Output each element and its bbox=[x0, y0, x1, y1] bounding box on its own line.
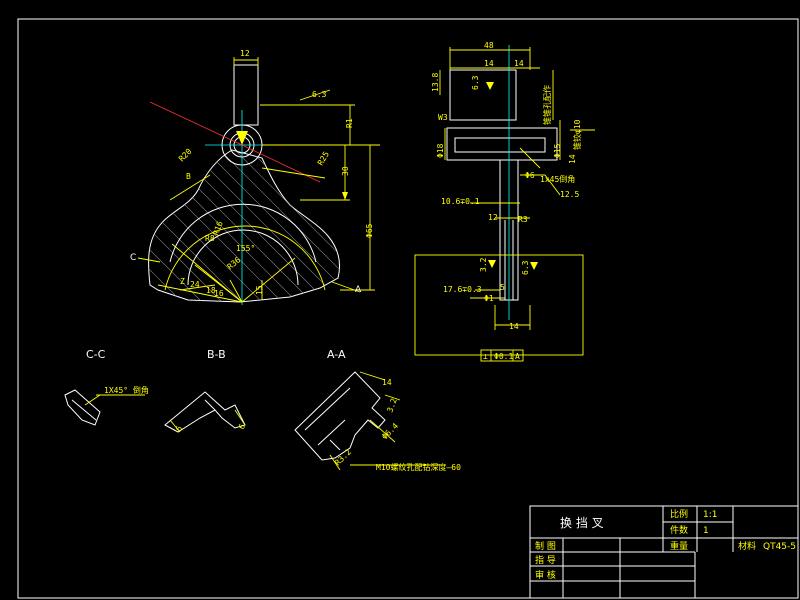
tolerance-frame bbox=[480, 349, 524, 362]
dim-24: 24 bbox=[190, 280, 200, 289]
material-label: 材料 bbox=[738, 540, 756, 552]
note-aa-thread: M10螺纹孔配钻深度—60 bbox=[376, 462, 461, 472]
tolerance-datum: A bbox=[515, 352, 520, 361]
dim-aa-3: Φ6.4 bbox=[380, 421, 400, 441]
dim-phi-right: Φ15 bbox=[553, 143, 562, 158]
front-view bbox=[137, 57, 380, 305]
dim-10-6: 10.6∓0.1 bbox=[441, 197, 480, 206]
section-label-bb: B-B bbox=[207, 348, 226, 361]
dim-phi1: Φ1 bbox=[484, 294, 494, 303]
dim-bottom-14: 14 bbox=[509, 322, 519, 331]
section-label-cc: C-C bbox=[86, 348, 106, 361]
marker-a: A bbox=[355, 285, 362, 295]
dim-boss-width: 12 bbox=[240, 49, 250, 58]
dim-aa-4: R3.2 bbox=[333, 447, 353, 467]
weight-label: 重量 bbox=[670, 540, 688, 552]
dim-15: 15 bbox=[255, 285, 264, 295]
dim-r8: R8 bbox=[205, 234, 215, 243]
dim-phi6: Φ6 bbox=[525, 171, 535, 180]
drawn-label: 制 图 bbox=[535, 540, 556, 552]
scale-value: 1:1 bbox=[703, 510, 717, 520]
roughness-side-1: 6.3 bbox=[471, 75, 480, 90]
dim-12-5: 12.5 bbox=[560, 190, 579, 199]
dim-bb-1: 6 bbox=[174, 424, 184, 433]
dim-5: 5 bbox=[500, 283, 505, 292]
dim-bb-2: 6 bbox=[237, 422, 247, 431]
dim-h-left: 13.8 bbox=[431, 73, 440, 92]
tolerance-value: Φ0.1 bbox=[494, 352, 513, 361]
dim-18: 18 bbox=[206, 286, 216, 295]
marker-c: C bbox=[130, 253, 136, 263]
roughness-side-2: 3.2 bbox=[479, 257, 488, 272]
fork-hatching bbox=[148, 150, 340, 302]
title-block bbox=[529, 505, 799, 599]
dim-b: B bbox=[186, 172, 191, 181]
dim-phi-left: Φ18 bbox=[436, 143, 445, 158]
dim-30: 30 bbox=[341, 166, 350, 176]
tolerance-symbol: ⊥ bbox=[483, 352, 488, 361]
dim-r25: R25 bbox=[316, 150, 331, 167]
dim-w3: W3 bbox=[438, 113, 448, 122]
part-name: 换 挡 叉 bbox=[560, 516, 604, 530]
dim-aa-1: 14 bbox=[382, 378, 392, 387]
side-base-block bbox=[414, 254, 584, 356]
note-right-1: 锥锥孔配作 bbox=[542, 85, 552, 125]
material-value: QT45-5 bbox=[763, 542, 796, 552]
note-cc-chamfer: 1X45° 倒角 bbox=[104, 385, 149, 395]
dim-r36: R36 bbox=[226, 255, 243, 271]
roughness-front: 6.3 bbox=[312, 90, 327, 99]
dim-right-14: 14 bbox=[514, 59, 524, 68]
roughness-side-3: 6.3 bbox=[521, 260, 530, 275]
side-top-block bbox=[449, 69, 517, 121]
scale-label: 比例 bbox=[670, 508, 688, 520]
section-bb bbox=[164, 391, 246, 433]
dim-z: Z bbox=[180, 277, 185, 286]
section-cc bbox=[64, 389, 145, 426]
dim-12: 12 bbox=[488, 213, 498, 222]
note-chamfer: 1x45倒角 bbox=[540, 174, 575, 184]
section-label-aa: A-A bbox=[327, 348, 346, 361]
dim-right-14b: 14 bbox=[568, 154, 577, 164]
review-label: 审 核 bbox=[535, 569, 556, 581]
qty-value: 1 bbox=[703, 526, 709, 536]
qty-label: 件数 bbox=[670, 524, 688, 536]
dim-left-14: 14 bbox=[484, 59, 494, 68]
dim-r1: R1 bbox=[345, 118, 354, 128]
dim-r3: R3 bbox=[518, 215, 528, 224]
dim-16: 16 bbox=[214, 289, 224, 298]
dim-r20: R20 bbox=[177, 147, 194, 164]
dim-17-6: 17.6∓0.3 bbox=[443, 285, 482, 294]
guide-label: 指 导 bbox=[535, 554, 556, 566]
side-mid-block bbox=[446, 127, 558, 161]
dim-phi65: Φ65 bbox=[365, 223, 374, 238]
angle-155: 155° bbox=[236, 244, 255, 253]
side-view bbox=[414, 45, 595, 362]
note-right-2: 锥铰φ10 bbox=[572, 119, 582, 150]
drawing-frame bbox=[17, 18, 799, 599]
section-aa bbox=[294, 371, 440, 471]
fork-inner-arc bbox=[169, 203, 317, 263]
boss-stem bbox=[233, 64, 259, 126]
dim-top-width: 48 bbox=[484, 41, 494, 50]
